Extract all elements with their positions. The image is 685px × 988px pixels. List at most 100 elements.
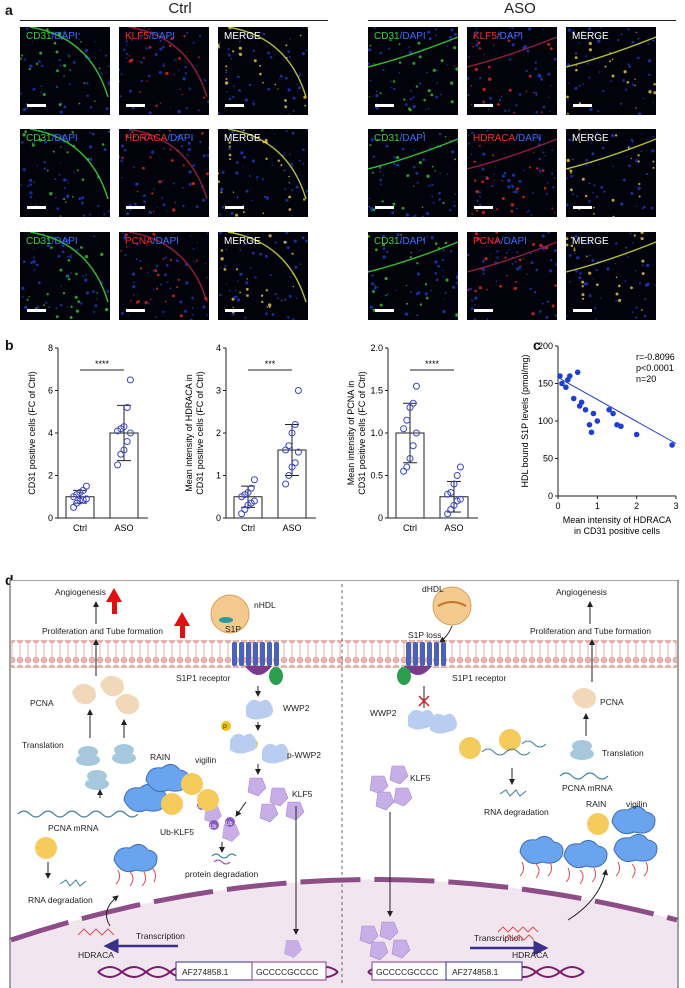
scale-bar xyxy=(27,104,46,107)
micrograph-caption: MERGE xyxy=(224,31,261,42)
right-klf5-text: KLF5 xyxy=(410,773,431,783)
data-point xyxy=(456,495,464,503)
scatter-point xyxy=(610,410,616,417)
ctrl-micrograph-r2-c3: MERGE xyxy=(218,129,308,217)
micrograph-caption: KLF5/DAPI xyxy=(125,31,175,42)
data-point xyxy=(82,495,90,503)
stain-dapi: /DAPI xyxy=(496,31,524,42)
micrograph-texture xyxy=(119,129,209,216)
left-rna-fragments-icon xyxy=(59,879,87,887)
aso-micrograph-r2-c1: CD31/DAPI xyxy=(368,129,458,217)
aso-micrograph-r1-c1: CD31/DAPI xyxy=(368,27,458,115)
left-pwwp2-icon-1 xyxy=(230,733,257,754)
y-tick-label: 4 xyxy=(216,343,221,353)
right-arrow-hdraca-export xyxy=(567,869,608,921)
scatter-point xyxy=(559,380,565,387)
mechanism-diagram: Angiogenesis Proliferation and Tube form… xyxy=(9,580,679,988)
x-tick-label: Ctrl xyxy=(73,523,87,533)
right-hdraca-text: HDRACA xyxy=(512,950,548,960)
aso-micrograph-r3-c1: CD31/DAPI xyxy=(368,232,458,320)
scatter-point xyxy=(586,421,593,428)
scatter-x-tick-label: 0 xyxy=(555,501,560,511)
panel-label-d: d xyxy=(5,572,14,588)
left-pwwp2-icon-2 xyxy=(262,743,289,764)
micrograph-caption: KLF5/DAPI xyxy=(473,31,523,42)
left-wwp2-icon xyxy=(246,699,273,720)
right-rain-text: RAIN xyxy=(586,799,606,809)
y-axis-label-line2: CD31 positive cells (FC of Ctrl) xyxy=(357,371,367,495)
micrograph-texture xyxy=(566,129,656,217)
micrograph-caption: CD31/DAPI xyxy=(26,236,78,247)
left-s1p1-receptor-icon xyxy=(232,642,283,685)
scale-bar xyxy=(375,309,394,312)
data-point xyxy=(250,476,258,484)
micrograph-texture xyxy=(21,232,110,319)
scale-bar xyxy=(126,104,145,107)
dhdl-pattern xyxy=(437,601,467,607)
y-tick-label: 3 xyxy=(216,386,221,396)
protein-fragments-icon-2 xyxy=(213,859,231,865)
stain-cd31: CD31 xyxy=(374,31,400,42)
bar-chart-1: Mean intensity of KLF5 inCD31 positive c… xyxy=(28,343,148,533)
data-point xyxy=(447,489,455,496)
y-tick-label: 2 xyxy=(48,471,53,481)
left-vigilin-hdraca-icon xyxy=(113,844,158,873)
ctrl-micrograph-r1-c3: MERGE xyxy=(218,27,308,115)
micrograph-texture xyxy=(368,129,458,217)
protein-fragments-icon xyxy=(211,853,237,859)
data-point xyxy=(120,423,128,431)
stain-target: PCNA xyxy=(473,236,501,247)
scatter-point xyxy=(582,406,589,413)
x-tick-label: ASO xyxy=(114,523,133,533)
regression-line xyxy=(557,377,677,444)
significance-label: *** xyxy=(265,359,276,369)
right-hdraca-rna-icon xyxy=(497,926,539,941)
left-pcna-mrna-text: PCNA mRNA xyxy=(48,823,99,833)
scatter-x-tick-label: 2 xyxy=(634,501,639,511)
scale-bar xyxy=(126,309,145,312)
data-point xyxy=(82,482,90,490)
nhdl-text: nHDL xyxy=(254,600,276,610)
right-wwp2-text: WWP2 xyxy=(370,708,397,718)
left-pcna-mrna-icon xyxy=(17,810,139,818)
scatter-y-tick-label: 100 xyxy=(538,416,553,426)
scatter-point xyxy=(633,431,640,438)
group-divider-ctrl xyxy=(20,20,328,21)
cell-membrane xyxy=(11,640,677,668)
data-point xyxy=(288,429,296,437)
y-axis-label-line2: CD31 positive cells (FC of Ctrl) xyxy=(28,371,37,495)
y-tick-label: 0 xyxy=(48,513,53,523)
left-up-arrow-1 xyxy=(112,600,117,614)
bar-chart-2: Mean intensity of HDRACA inCD31 positive… xyxy=(184,343,316,533)
scale-bar xyxy=(27,206,46,209)
right-pcna-text: PCNA xyxy=(600,697,624,707)
data-point xyxy=(412,382,420,390)
left-seq-box xyxy=(251,961,327,981)
y-tick-label: 1.0 xyxy=(370,428,383,438)
micrograph-texture xyxy=(218,232,308,320)
stain-merge: MERGE xyxy=(224,133,261,144)
stain-dapi: /DAPI xyxy=(500,236,527,247)
data-point xyxy=(126,376,134,384)
stain-cd31: CD31 xyxy=(374,133,400,144)
right-wwp2-icon-1 xyxy=(408,709,435,730)
left-protein-deg-text: protein degradation xyxy=(185,869,259,879)
micrograph-texture xyxy=(368,233,458,318)
micrograph-texture xyxy=(566,27,656,115)
right-pcna-icon xyxy=(572,687,596,709)
scatter-point xyxy=(578,399,585,406)
scatter-point xyxy=(588,429,595,436)
left-hdraca-text: HDRACA xyxy=(78,950,114,960)
micrograph-caption: MERGE xyxy=(572,31,609,42)
left-ubklf5-text: Ub-KLF5 xyxy=(160,827,194,837)
stain-merge: MERGE xyxy=(572,31,609,42)
scale-bar xyxy=(225,206,244,209)
significance-label: **** xyxy=(95,359,110,369)
stain-dapi: /DAPI xyxy=(51,236,78,247)
right-s1p1-receptor-icon xyxy=(397,642,446,685)
y-axis-label-line2: CD31 positive cells (FC of Ctrl) xyxy=(195,371,205,495)
right-vigilin-text: vigilin xyxy=(626,799,648,809)
data-point xyxy=(247,484,255,492)
inhibition-x-icon xyxy=(418,695,430,707)
right-s1p1-text: S1P1 receptor xyxy=(452,673,507,683)
